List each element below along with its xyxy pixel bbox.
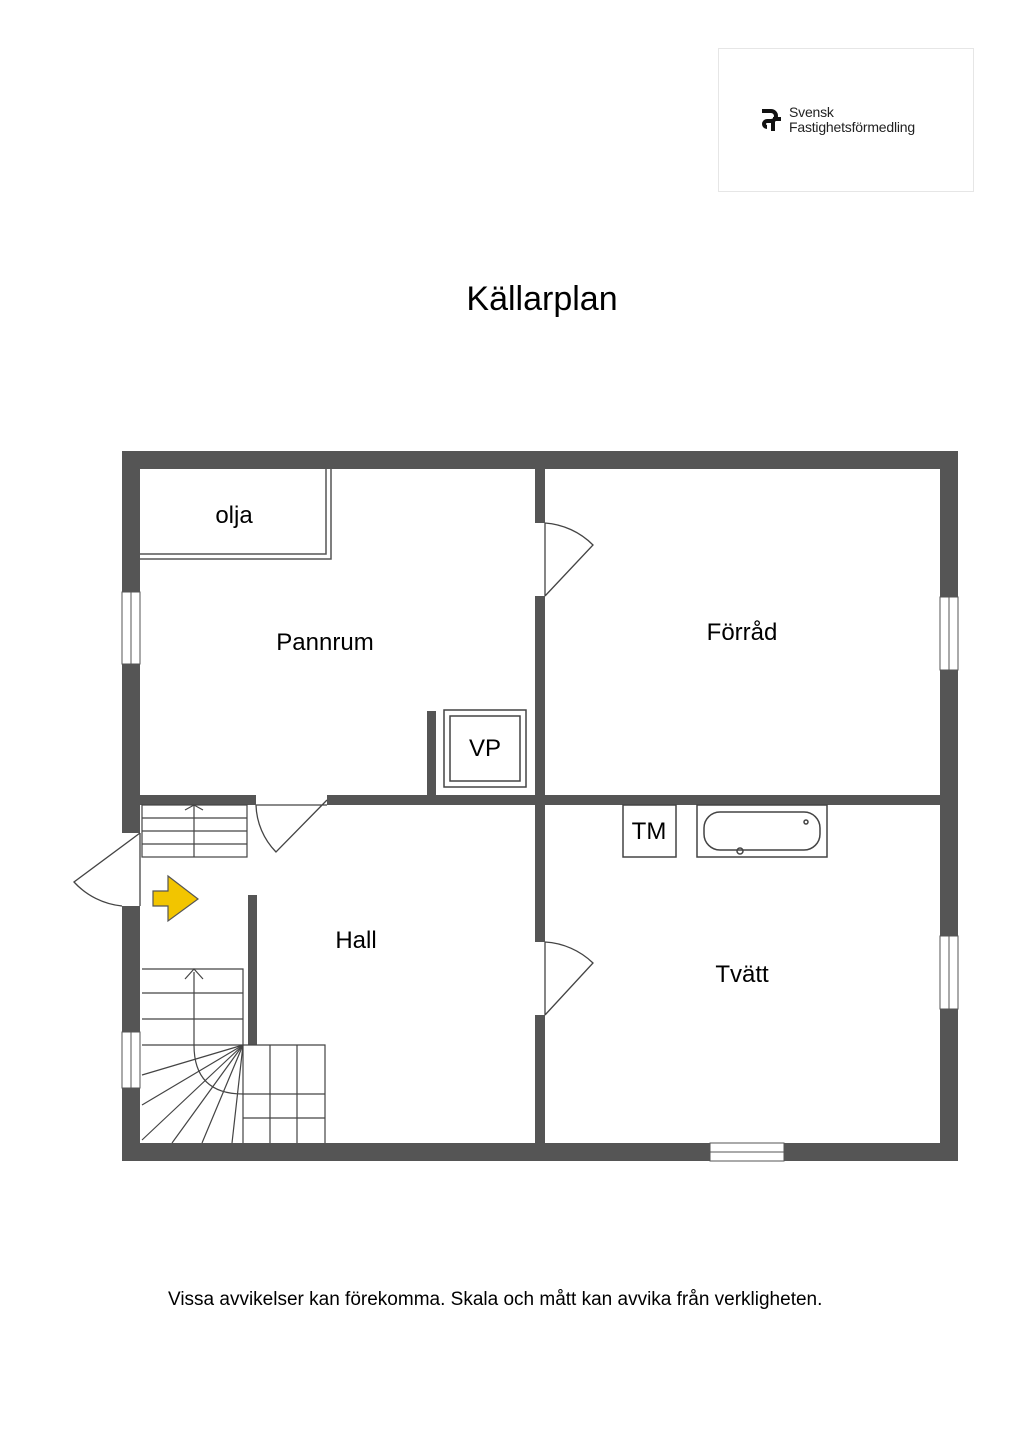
logo-line-1: Svensk — [789, 104, 834, 120]
wall-interior-horizontal-left — [140, 795, 256, 805]
wall-right — [940, 451, 958, 1161]
room-label-tvatt: Tvätt — [715, 961, 769, 988]
room-label-olja: olja — [215, 502, 253, 529]
wall-hall-stub — [248, 895, 257, 1045]
laundry-sink — [696, 804, 828, 858]
logo-line-2: Fastighetsförmedling — [789, 119, 915, 135]
wall-interior-vertical-upper — [535, 469, 545, 523]
windows — [121, 591, 959, 1162]
main-staircase — [141, 968, 326, 1144]
entrance-arrow-icon — [152, 874, 200, 923]
wall-vp-stub — [427, 711, 436, 795]
room-label-hall: Hall — [335, 927, 376, 954]
door-hall-tvatt — [544, 941, 594, 1016]
door-entrance — [73, 832, 141, 907]
door-pannrum-hall — [255, 799, 328, 853]
svensk-fastighetsformedling-logo-icon — [762, 109, 781, 131]
wall-interior-vertical-mid — [535, 596, 545, 942]
wall-interior-vertical-lower — [535, 1015, 545, 1143]
page-title: Källarplan — [466, 280, 618, 318]
wall-top — [122, 451, 958, 469]
oil-tank-enclosure — [140, 469, 332, 560]
door-pannrum-forrad — [544, 522, 594, 597]
wall-bottom — [122, 1143, 958, 1161]
disclaimer: Vissa avvikelser kan förekomma. Skala oc… — [168, 1289, 823, 1310]
room-label-vp: VP — [469, 735, 501, 762]
doors — [73, 522, 594, 1016]
room-label-tm: TM — [632, 818, 667, 845]
wall-interior-horizontal-right — [327, 795, 940, 805]
entrance-stair — [141, 804, 248, 858]
room-label-pannrum: Pannrum — [276, 629, 373, 656]
logo-text: Svensk Fastighetsförmedling — [789, 105, 915, 135]
room-label-forrad: Förråd — [707, 619, 778, 646]
logo-box: Svensk Fastighetsförmedling — [718, 48, 974, 192]
vp-unit — [443, 709, 527, 788]
tm-unit — [622, 804, 677, 858]
